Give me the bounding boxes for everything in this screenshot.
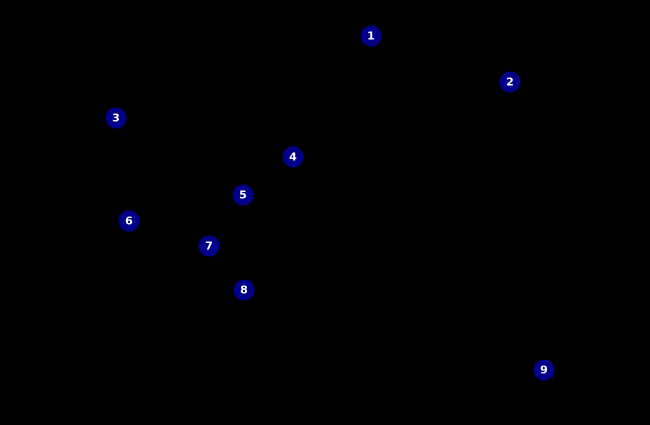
mark-badge-6[interactable]: 6	[118, 210, 140, 232]
mark-badge-label: 5	[239, 188, 247, 202]
mark-badge-2[interactable]: 2	[499, 71, 521, 93]
mark-badge-label: 4	[289, 150, 297, 164]
mark-badge-4[interactable]: 4	[282, 146, 304, 168]
mark-badge-label: 3	[112, 111, 120, 125]
mark-badge-8[interactable]: 8	[233, 279, 255, 301]
mark-badge-7[interactable]: 7	[198, 235, 220, 257]
mark-badge-label: 1	[367, 29, 375, 43]
mark-badge-label: 6	[125, 214, 133, 228]
mark-badge-5[interactable]: 5	[232, 184, 254, 206]
mark-badge-label: 9	[540, 363, 548, 377]
mark-badge-label: 7	[205, 239, 213, 253]
mark-badge-9[interactable]: 9	[533, 359, 555, 381]
mark-badge-label: 8	[240, 283, 248, 297]
mark-badge-1[interactable]: 1	[360, 25, 382, 47]
mark-badge-label: 2	[506, 75, 514, 89]
mark-badge-3[interactable]: 3	[105, 107, 127, 129]
